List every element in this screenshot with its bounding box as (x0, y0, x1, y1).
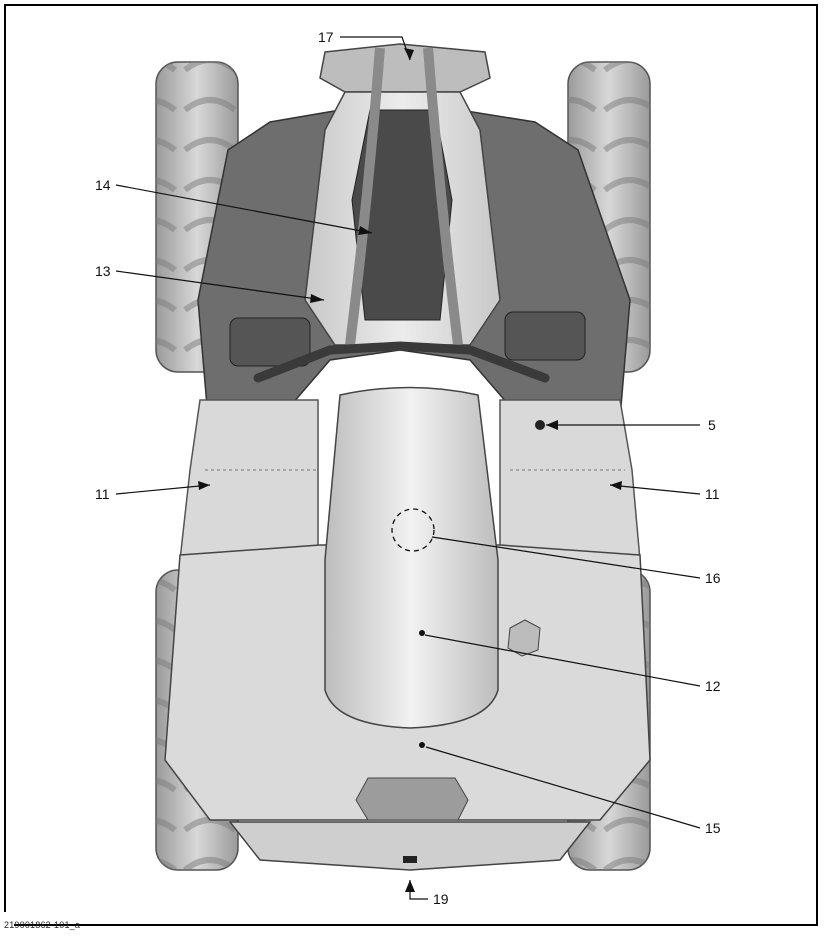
callout-5: 5 (708, 417, 716, 433)
component-5-marker (535, 420, 545, 430)
component-15-marker (419, 742, 425, 748)
callout-13: 13 (95, 263, 111, 279)
left-footrest (180, 400, 318, 560)
callout-14: 14 (95, 177, 111, 193)
callout-11-left: 11 (95, 486, 110, 502)
callout-16: 16 (705, 570, 721, 586)
component-12-marker (419, 630, 425, 636)
right-footrest (500, 400, 640, 560)
callout-15: 15 (705, 820, 721, 836)
callout-11-right: 11 (705, 486, 720, 502)
front-bumper (320, 44, 490, 92)
right-hand-guard (505, 312, 585, 360)
callout-12: 12 (705, 678, 721, 694)
callout-19: 19 (433, 891, 449, 907)
rear-storage-lid (356, 778, 468, 820)
figure-id: 219001862-101_a (4, 920, 80, 930)
rear-hitch (403, 856, 417, 863)
callout-17: 17 (318, 29, 334, 45)
seat (325, 388, 498, 729)
